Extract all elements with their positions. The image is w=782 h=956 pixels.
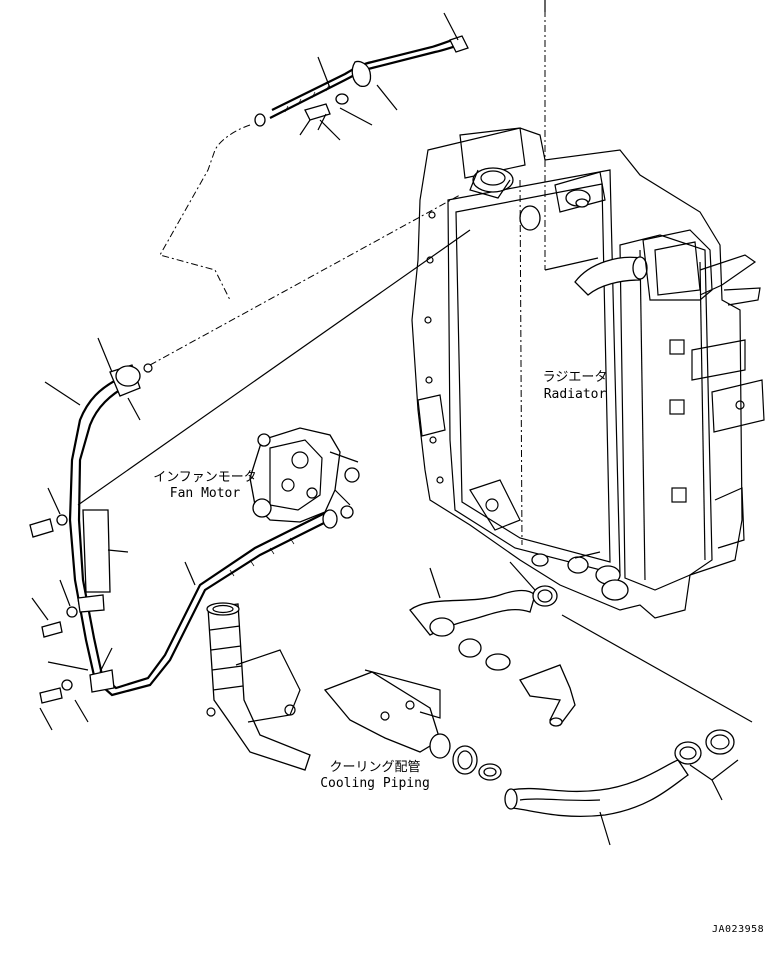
breather-tube bbox=[143, 0, 546, 373]
radiator-label-jp: ラジエータ bbox=[542, 370, 608, 385]
fan-motor-body bbox=[249, 427, 360, 523]
fan-motor-label-en: Fan Motor bbox=[169, 486, 241, 501]
radiator-label-en: Radiator bbox=[543, 387, 607, 402]
fan-drain-hose bbox=[29, 229, 471, 731]
fan-motor-label-jp: インファンモータ bbox=[153, 470, 257, 485]
cooling-piping-label-jp: クーリング配管 bbox=[329, 760, 421, 775]
cooling-piping-label-en: Cooling Piping bbox=[320, 776, 430, 791]
cooling-piping bbox=[206, 551, 753, 846]
radiator-assembly bbox=[411, 10, 765, 619]
drawing-code: JA023958 bbox=[712, 924, 765, 935]
